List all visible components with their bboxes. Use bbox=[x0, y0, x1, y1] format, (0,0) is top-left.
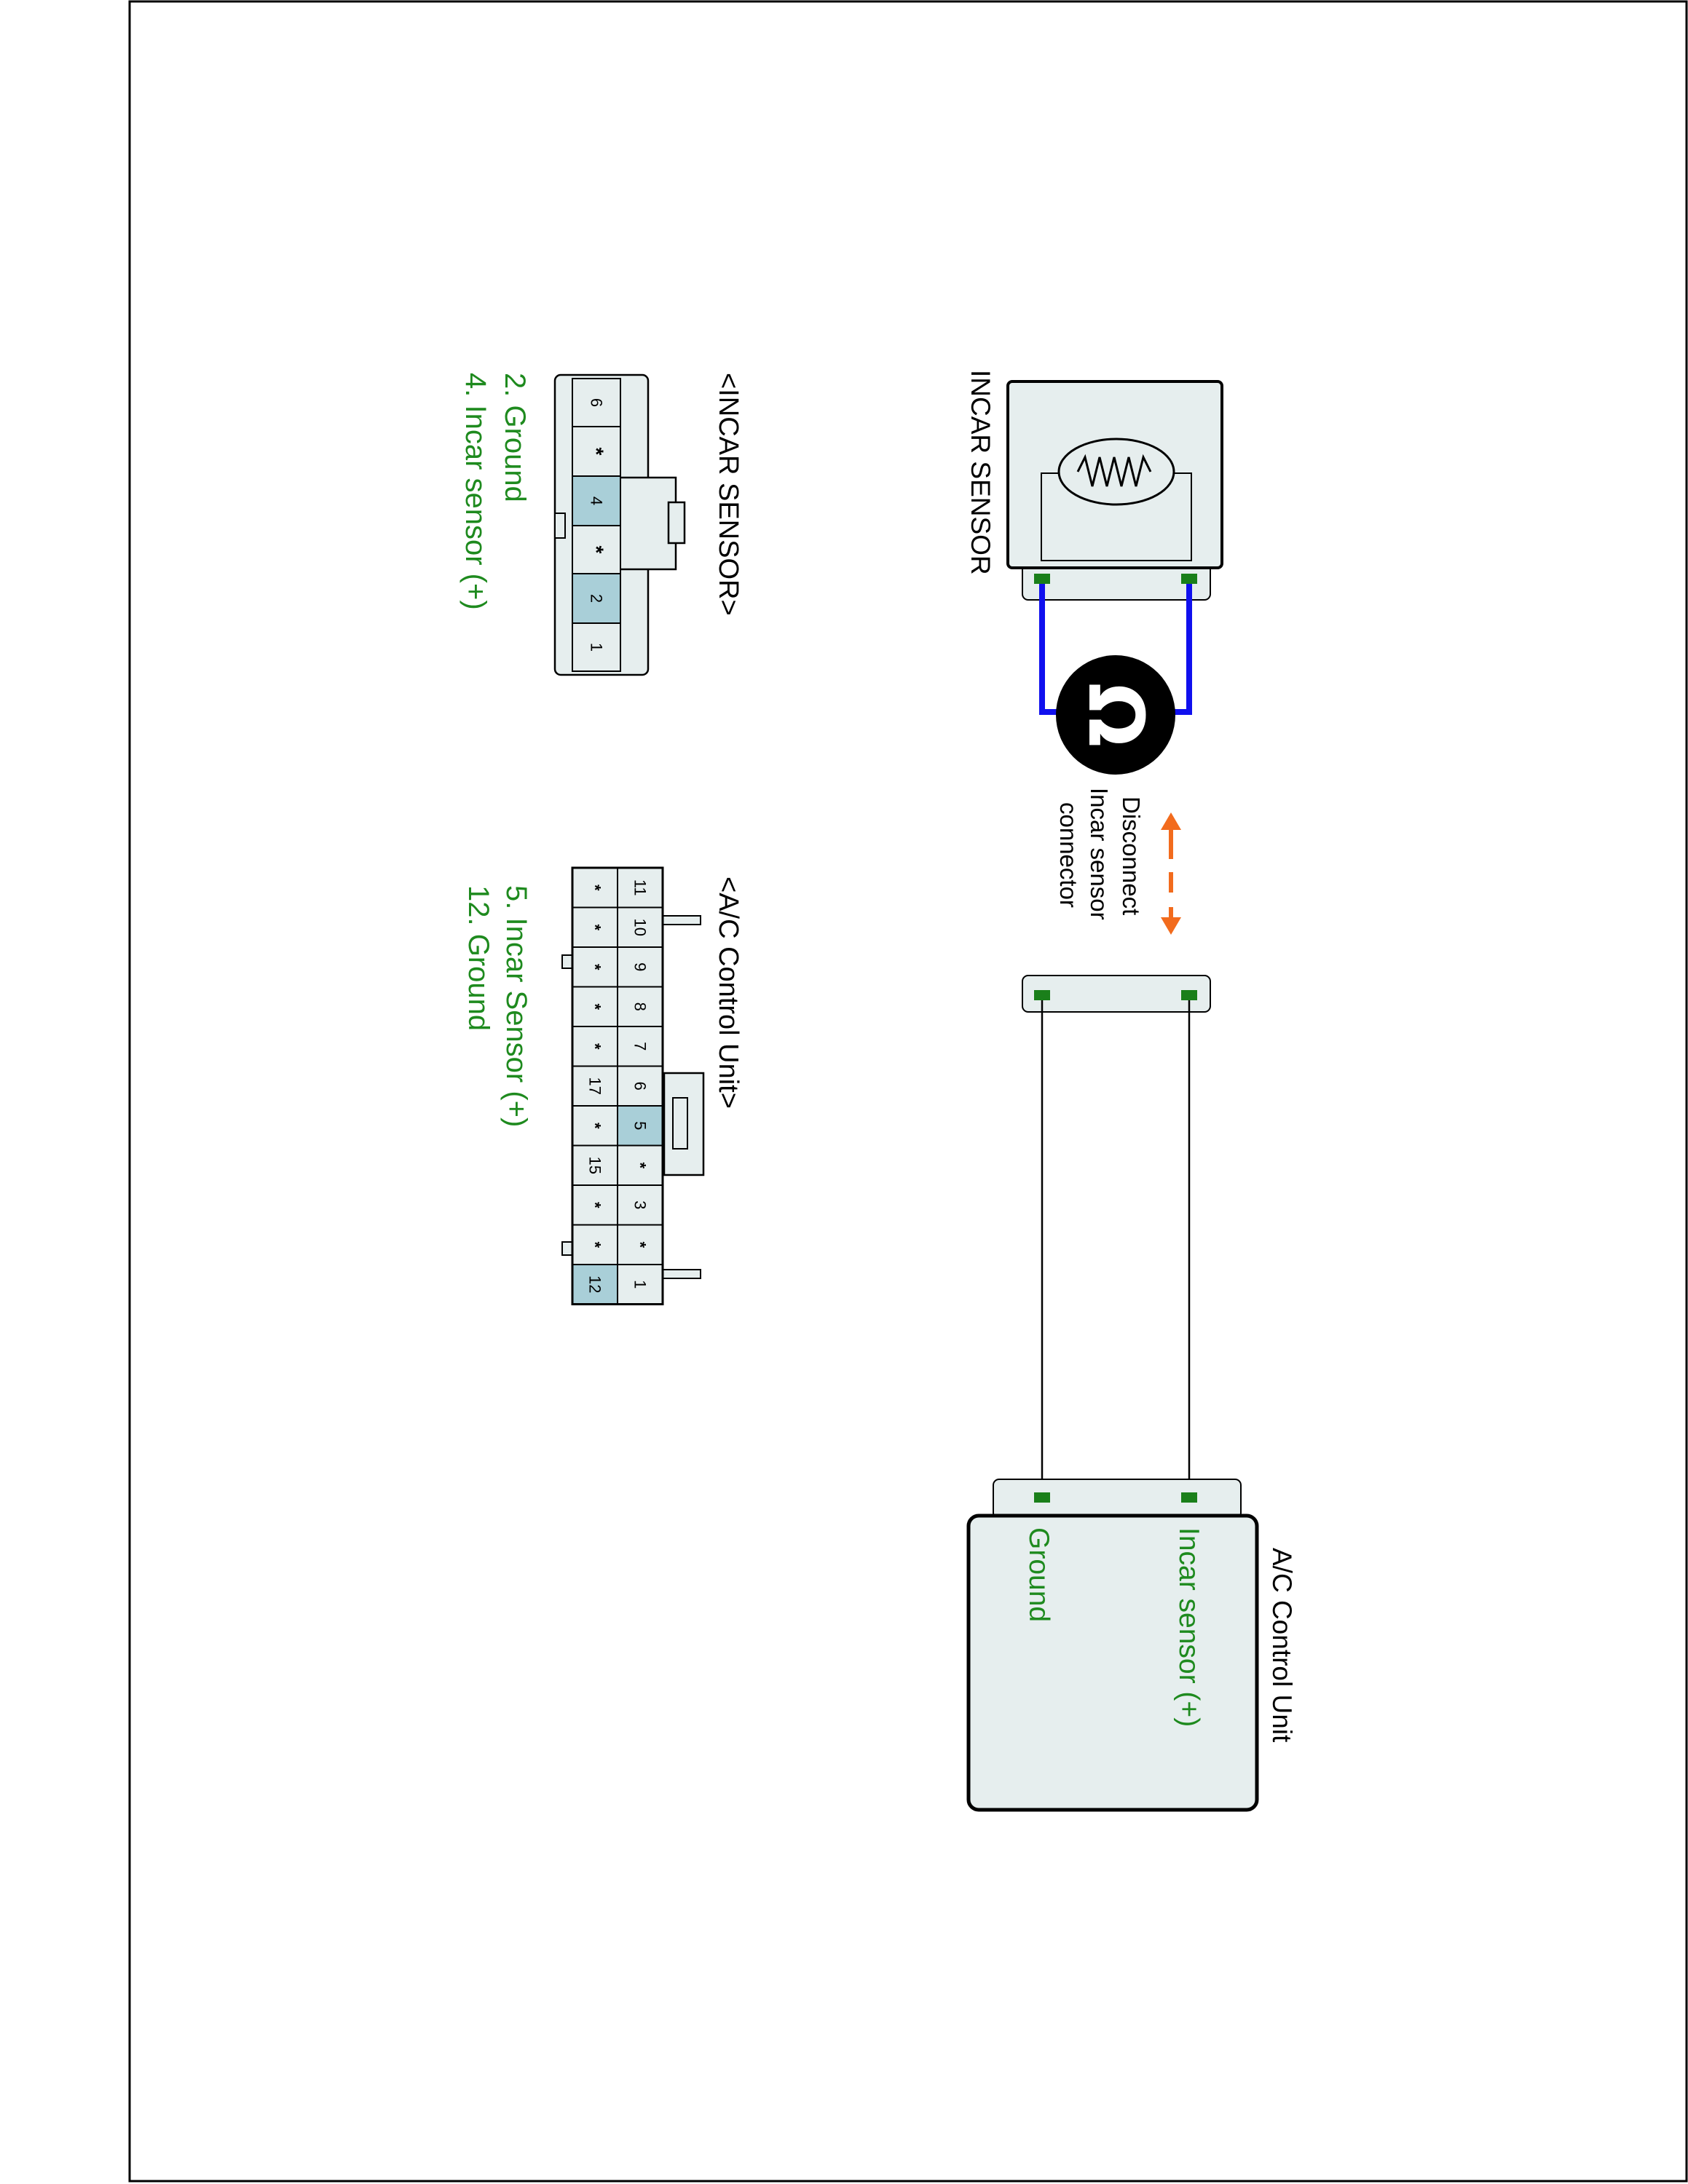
ac-pin-label: 10 bbox=[631, 919, 650, 936]
ac-pin-cell bbox=[617, 1105, 663, 1147]
ac-pin-label: 17 bbox=[586, 1077, 604, 1095]
ac-pin-label: * bbox=[586, 964, 604, 970]
ac-pin-label: 15 bbox=[586, 1157, 604, 1174]
ac-pin-label: * bbox=[586, 885, 604, 891]
disconnect-arrow-icon bbox=[1161, 812, 1181, 935]
ac-legend-2: 12. Ground bbox=[462, 885, 494, 1031]
ac-pin-label: 3 bbox=[631, 1200, 650, 1209]
ac-connector-face bbox=[561, 915, 705, 1279]
incar-pin-1: 1 bbox=[588, 643, 606, 652]
ac-pin-label: 8 bbox=[631, 1002, 650, 1011]
incar-connector-face bbox=[553, 373, 686, 676]
ac-pin-label: 11 bbox=[631, 879, 650, 896]
ac-pin-label: * bbox=[631, 1162, 650, 1168]
ac-pin-label: 7 bbox=[631, 1042, 650, 1051]
ac-pin-cell bbox=[572, 1264, 618, 1305]
harness-wires bbox=[1041, 1000, 1191, 1492]
incar-pin-6: 6 bbox=[588, 398, 606, 407]
ohmmeter-icon: Ω bbox=[1056, 655, 1175, 775]
ac-control-unit-box bbox=[966, 1479, 1259, 1812]
ac-pin-label: * bbox=[631, 1241, 650, 1248]
ac-unit-pin-incar: Incar sensor (+) bbox=[1173, 1527, 1204, 1727]
incar-legend-1: 2. Ground bbox=[499, 373, 531, 502]
incar-pin-2: 2 bbox=[588, 594, 606, 603]
ac-pin-label: * bbox=[586, 1123, 604, 1129]
ac-pin-label: * bbox=[586, 1043, 604, 1050]
ac-pin-label: * bbox=[586, 1241, 604, 1248]
disconnect-note-line1: Disconnect bbox=[1118, 796, 1145, 915]
ac-pin-cell bbox=[617, 906, 663, 948]
ac-pin-label: * bbox=[586, 1003, 604, 1010]
ac-pin-cell bbox=[572, 1184, 618, 1226]
ac-pin-label: 5 bbox=[631, 1121, 650, 1130]
disconnect-note-line2: Incar sensor bbox=[1086, 788, 1113, 920]
ohm-symbol: Ω bbox=[1071, 683, 1160, 747]
ac-pin-cell bbox=[572, 1026, 618, 1067]
ac-pin-label: * bbox=[586, 1202, 604, 1208]
incar-sensor-body bbox=[1006, 380, 1223, 601]
ac-pin-cell bbox=[572, 867, 618, 909]
ac-pin-cell bbox=[572, 946, 618, 988]
ac-pin-label: 1 bbox=[631, 1280, 650, 1289]
ac-pin-cell bbox=[572, 906, 618, 948]
harness-connector bbox=[1022, 975, 1211, 1013]
incar-connector-title: <INCAR SENSOR> bbox=[713, 373, 744, 616]
ac-pin-label: 9 bbox=[631, 962, 650, 971]
ac-pin-label: * bbox=[586, 924, 604, 930]
incar-sensor-label: INCAR SENSOR bbox=[966, 370, 995, 575]
ac-connector-housing bbox=[571, 866, 664, 1305]
ac-pin-cell bbox=[572, 1144, 618, 1186]
incar-pin-4: 4 bbox=[588, 496, 606, 505]
disconnect-note-line3: connector bbox=[1055, 802, 1082, 908]
ac-connector-pin-grid: 11 10 9 8 7 6 5 * 3 * 1 * * * * * 17 * 15 * * 12 bbox=[571, 866, 664, 1305]
ac-pin-cell bbox=[617, 1264, 663, 1305]
ac-pin-cell bbox=[617, 1224, 663, 1265]
ac-pin-label: 12 bbox=[586, 1275, 604, 1293]
ac-pin-label: 6 bbox=[631, 1082, 650, 1091]
ac-legend-1: 5. Incar Sensor (+) bbox=[500, 885, 532, 1127]
incar-sensor-terminals bbox=[1034, 574, 1197, 584]
incar-legend-2: 4. Incar sensor (+) bbox=[460, 373, 492, 610]
incar-pin-blank-a: * bbox=[585, 448, 608, 456]
ac-unit-pin-ground: Ground bbox=[1023, 1527, 1054, 1622]
incar-pin-blank-b: * bbox=[585, 546, 608, 554]
page-frame bbox=[128, 0, 1688, 2183]
resistor-icon bbox=[1041, 438, 1192, 561]
ac-unit-title: A/C Control Unit bbox=[1267, 1548, 1297, 1743]
ac-connector-title: <A/C Control Unit> bbox=[713, 877, 744, 1109]
